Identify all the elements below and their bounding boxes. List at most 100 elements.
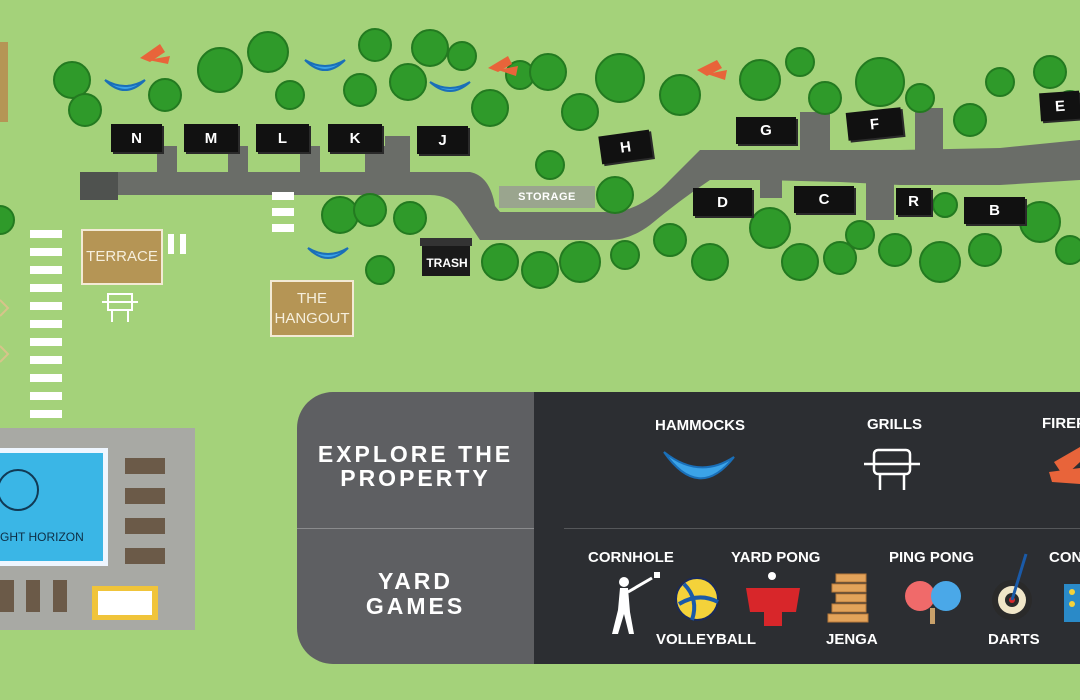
tree-icon xyxy=(823,241,857,275)
tree-icon xyxy=(595,53,645,103)
tree-icon xyxy=(197,47,243,93)
tree-icon xyxy=(353,193,387,227)
cabin-g[interactable]: G xyxy=(736,117,796,144)
cabin-k[interactable]: K xyxy=(328,124,382,152)
tree-icon xyxy=(365,255,395,285)
pool-area xyxy=(0,428,195,630)
hangout-label-line1: THE xyxy=(297,289,327,307)
tree-icon xyxy=(535,150,565,180)
tree-icon xyxy=(521,251,559,289)
cabin-r[interactable]: R xyxy=(896,188,931,215)
tree-icon xyxy=(529,53,567,91)
yard-pong-icon xyxy=(746,572,800,626)
tree-icon xyxy=(559,241,601,283)
legend-firepit-label: FIREP xyxy=(1042,415,1080,432)
tree-icon xyxy=(855,57,905,107)
tree-icon xyxy=(691,243,729,281)
tree-icon xyxy=(905,83,935,113)
cabin-l[interactable]: L xyxy=(256,124,309,152)
legend-headings-panel: EXPLORE THE PROPERTY YARD GAMES xyxy=(297,392,534,664)
tree-icon xyxy=(389,63,427,101)
tree-icon xyxy=(343,73,377,107)
tree-icon xyxy=(148,78,182,112)
tree-icon xyxy=(968,233,1002,267)
crosswalk xyxy=(30,192,294,418)
tree-icon xyxy=(1055,235,1080,265)
trash-bin-icon xyxy=(420,238,472,276)
legend-icons xyxy=(612,447,1080,634)
tree-icon xyxy=(1033,55,1067,89)
tree-icon xyxy=(321,196,359,234)
tree-icon xyxy=(447,41,477,71)
explore-heading-line1: EXPLORE THE xyxy=(317,441,514,467)
tree-icon xyxy=(781,243,819,281)
dartboard-icon xyxy=(992,553,1032,620)
ping-pong-icon xyxy=(905,581,961,624)
tree-icon xyxy=(785,47,815,77)
grill-icon xyxy=(102,293,138,322)
tree-icon xyxy=(53,61,91,99)
legend-grills-label: GRILLS xyxy=(867,416,922,433)
tree-icon xyxy=(247,31,289,73)
hammock-icon xyxy=(104,59,471,259)
storage-building[interactable]: STORAGE xyxy=(499,186,595,208)
tree-icon xyxy=(749,207,791,249)
tree-icon xyxy=(919,241,961,283)
cornhole-player-icon xyxy=(612,572,660,634)
tree-icon xyxy=(985,67,1015,97)
tree-icon xyxy=(596,176,634,214)
legend-cornhole2-label: CON xyxy=(1049,549,1080,566)
legend-yardpong-label: YARD PONG xyxy=(731,549,821,566)
terrace-label: TERRACE xyxy=(86,248,158,265)
cabin-b[interactable]: B xyxy=(964,197,1025,224)
tree-icon xyxy=(878,233,912,267)
tree-icon xyxy=(471,89,509,127)
legend-cornhole-label: CORNHOLE xyxy=(588,549,674,566)
volleyball-icon xyxy=(675,577,719,621)
tree-icon xyxy=(411,29,449,67)
games-heading-line1: YARD xyxy=(377,568,454,594)
tree-icon xyxy=(808,81,842,115)
cabin-j[interactable]: J xyxy=(417,126,468,154)
gravel-paths xyxy=(80,108,1080,240)
tree-icon xyxy=(659,74,701,116)
trash-label: TRASH xyxy=(426,256,468,270)
tree-icon xyxy=(845,220,875,250)
grill-icon xyxy=(864,448,920,490)
firepit-icon xyxy=(1049,447,1080,484)
cabin-f[interactable]: F xyxy=(845,107,904,141)
cabin-d[interactable]: D xyxy=(693,188,752,216)
tree-icon xyxy=(0,205,15,235)
tree-icon xyxy=(932,192,958,218)
tree-icon xyxy=(358,28,392,62)
tree-icon xyxy=(68,93,102,127)
terrace-building[interactable]: TERRACE xyxy=(81,229,163,285)
tree-icon xyxy=(739,59,781,101)
tree-icon xyxy=(953,103,987,137)
tree-icon xyxy=(610,240,640,270)
tree-icon xyxy=(1019,201,1061,243)
legend-darts-label: DARTS xyxy=(988,631,1040,648)
cabin-m[interactable]: M xyxy=(184,124,238,152)
cabin-e[interactable]: E xyxy=(1039,90,1080,122)
tree-icon xyxy=(393,201,427,235)
tree-icon xyxy=(275,80,305,110)
hangout-building[interactable]: THE HANGOUT xyxy=(270,280,354,337)
pool-sign: GHT HORIZON xyxy=(0,530,84,544)
legend-pingpong-label: PING PONG xyxy=(889,549,975,566)
firepit-icon xyxy=(140,44,727,80)
cabin-c[interactable]: C xyxy=(794,186,854,213)
left-building xyxy=(0,42,8,122)
legend-volleyball-label: VOLLEYBALL xyxy=(656,631,756,648)
hammock-icon xyxy=(663,451,735,480)
games-heading-line2: GAMES xyxy=(365,593,466,619)
cabin-n[interactable]: N xyxy=(111,124,162,152)
tree-icon xyxy=(561,93,599,131)
tree-icon xyxy=(481,243,519,281)
legend-icons-panel xyxy=(534,392,1080,664)
legend-hammocks-label: HAMMOCKS xyxy=(655,417,745,434)
connect-four-icon xyxy=(1064,584,1080,622)
jenga-icon xyxy=(827,573,869,623)
legend-jenga-label: JENGA xyxy=(826,631,878,648)
